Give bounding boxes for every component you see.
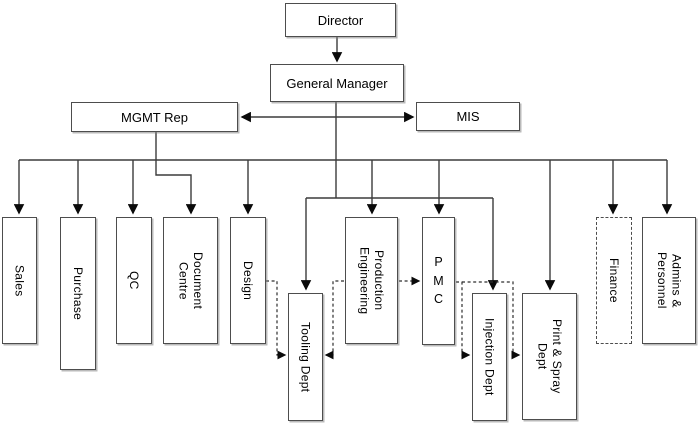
node-sales: Sales [2,217,37,344]
node-general-manager-label: General Manager [286,75,388,91]
solid-connectors [13,37,673,291]
node-document-centre-label: Document Centre [176,251,205,310]
edge-design-tooling [266,280,287,360]
node-finance-label: Finance [607,258,622,303]
node-design: Design [230,217,266,344]
node-sales-label: Sales [12,264,27,297]
node-mis-label: MIS [456,109,480,124]
node-print-spray-dept-label: Print & Spray Dept [535,319,564,394]
node-finance: Finance [596,217,632,344]
node-pmc: P M C [422,217,455,345]
node-mgmt-rep: MGMT Rep [71,102,238,132]
node-production-engineering: Production Engineering [345,217,398,344]
node-print-spray-dept: Print & Spray Dept [522,293,577,420]
node-document-centre: Document Centre [163,217,218,344]
edge-pmc-injection [456,281,471,360]
node-design-label: Design [241,260,256,301]
node-purchase: Purchase [60,217,96,370]
node-admins-personnel-label: Admins & Personnel [655,252,684,309]
node-purchase-label: Purchase [71,266,86,321]
node-injection-dept-label: Injection Dept [482,318,497,396]
node-pmc-label: P M C [433,254,444,307]
node-director-label: Director [317,12,364,28]
node-general-manager: General Manager [270,64,404,102]
node-admins-personnel: Admins & Personnel [642,217,696,344]
node-qc: QC [116,217,152,344]
edge-prodeng-tooling [324,280,344,360]
node-injection-dept: Injection Dept [472,293,507,421]
node-director: Director [285,3,396,37]
edge-mgmtrep-doccentre [155,132,197,215]
node-qc-label: QC [127,271,142,290]
dashed-connectors [266,276,521,360]
node-tooling-dept: Tooling Dept [288,293,323,421]
node-mgmt-rep-label: MGMT Rep [121,109,188,125]
node-production-engineering-label: Production Engineering [357,246,386,315]
node-mis: MIS [416,102,520,131]
node-tooling-dept-label: Tooling Dept [298,321,313,393]
